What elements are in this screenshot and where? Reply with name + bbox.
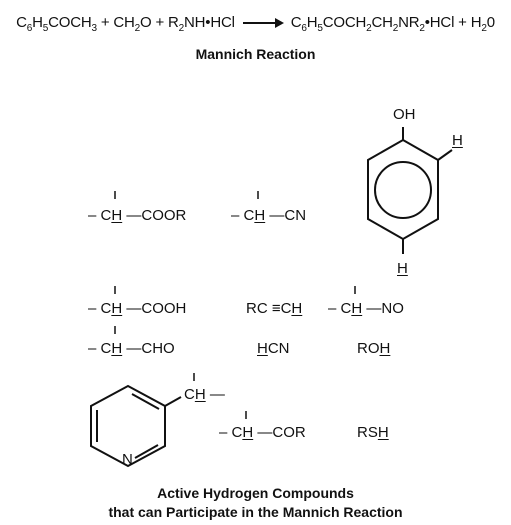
active-hydrogen: H — [291, 300, 303, 317]
active-hydrogen: H — [257, 340, 268, 357]
compound-rsh-prefix: RS — [357, 424, 378, 441]
compound-pyridine-ch: CH — — [184, 386, 225, 404]
compound-ch-cn: – CH —CN — [231, 207, 306, 225]
compound-alkyne-prefix: RC ≡C — [246, 300, 292, 317]
compound-ch-coor-suffix: —COOR — [122, 207, 187, 224]
active-hydrogen: H — [111, 340, 123, 357]
compound-roh-prefix: RO — [357, 340, 380, 357]
compound-ch-cooh-prefix: – C — [88, 300, 112, 317]
reaction-rhs: C6H5COCH2CH2NR2•HCl + H20 — [290, 14, 495, 34]
compound-ch-cn-prefix: – C — [231, 207, 255, 224]
compound-ch-cooh-suffix: —COOH — [122, 300, 187, 317]
reaction-lhs: C6H5COCH3 + CH2O + R2NH•HCl — [16, 14, 239, 34]
active-hydrogen: H — [351, 300, 363, 317]
compound-hcn-suffix: CN — [267, 340, 290, 357]
compound-ch-cn-suffix: —CN — [265, 207, 307, 224]
compound-ch-no-suffix: —NO — [362, 300, 404, 317]
active-hydrogen: H — [379, 340, 391, 357]
phenol-structure — [367, 127, 453, 254]
compound-rsh: RSH — [357, 424, 389, 442]
compound-ch-cor: – CH —COR — [219, 424, 306, 442]
compound-ch-coor: – CH —COOR — [88, 207, 186, 225]
compound-hcn: HCN — [257, 340, 290, 358]
pyridine-structure — [90, 384, 182, 468]
active-hydrogen: H — [254, 207, 266, 224]
pyridine-n-label: N — [122, 451, 133, 468]
compound-ch-cho-suffix: —CHO — [122, 340, 175, 357]
compound-ch-coor-prefix: – C — [88, 207, 112, 224]
compound-pyridine-ch-prefix: C — [184, 386, 195, 403]
active-hydrogen: H — [111, 207, 123, 224]
compound-roh: ROH — [357, 340, 390, 358]
active-hydrogen: H — [111, 300, 123, 317]
compound-ch-cho-prefix: – C — [88, 340, 112, 357]
reaction-title: Mannich Reaction — [195, 46, 316, 62]
compound-ch-no: – CH —NO — [328, 300, 404, 318]
reaction-arrow-icon — [242, 18, 284, 29]
compound-ch-no-prefix: – C — [328, 300, 352, 317]
compound-ch-cor-suffix: —COR — [253, 424, 306, 441]
active-hydrogen: H — [377, 424, 389, 441]
compound-ch-cor-prefix: – C — [219, 424, 243, 441]
bond-ticks — [114, 191, 356, 419]
compound-alkyne: RC ≡CH — [246, 300, 302, 318]
compound-ch-cho: – CH —CHO — [88, 340, 175, 358]
diagram-caption-line1: Active Hydrogen Compounds — [157, 485, 354, 501]
phenol-h-para: H — [397, 260, 408, 277]
diagram-caption-line2: that can Participate in the Mannich Reac… — [108, 504, 403, 520]
active-hydrogen: H — [194, 386, 206, 403]
reaction-equation: C6H5COCH3 + CH2O + R2NH•HCl C6H5COCH2CH2… — [0, 14, 511, 36]
phenol-oh-label: OH — [393, 106, 416, 123]
active-hydrogen: H — [242, 424, 254, 441]
compound-pyridine-ch-suffix: — — [205, 386, 225, 403]
compound-ch-cooh: – CH —COOH — [88, 300, 186, 318]
phenol-h-meta: H — [452, 132, 463, 149]
